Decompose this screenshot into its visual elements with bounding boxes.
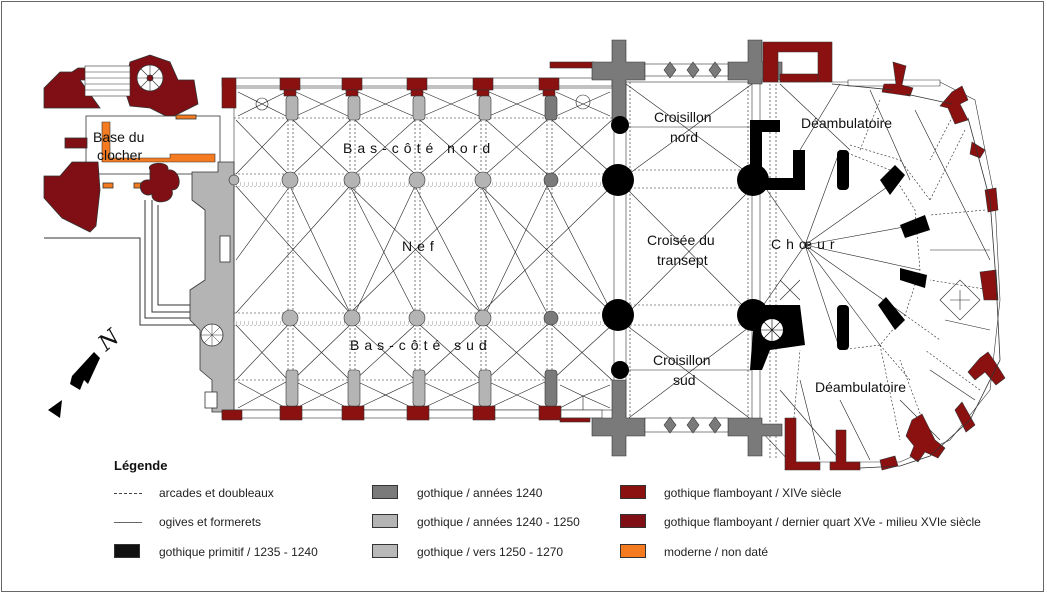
legend-label: gothique flamboyant / dernier quart XVe … [664,515,981,529]
legend-thin-line [114,522,142,523]
legend-label: arcades et doubleaux [159,486,274,500]
legend-swatch-primitif [114,544,140,558]
legend-label: moderne / non daté [664,545,769,559]
primitive-gothic [602,116,930,379]
vault-lines [233,87,615,411]
label-croisillon-sud-1: Croisillon [653,352,711,368]
chevet-outline [831,83,1001,469]
nave-piers [228,95,559,407]
legend-label: ogives et formerets [159,515,262,529]
legend-swatch-1240 [372,485,398,499]
label-nef: Nef [402,238,439,254]
chevet-walls [762,41,1006,471]
label-croisee-2: transept [657,252,708,268]
legend-dashed-line [114,493,142,494]
north-arrow [48,352,100,418]
label-bas-cote-sud: Bas-côté sud [350,337,492,353]
label-bas-cote-nord: Bas-côté nord [343,140,496,156]
west-tower [43,54,235,413]
legend-label: gothique primitif / 1235 - 1240 [159,545,318,559]
label-croisillon-nord-1: Croisillon [654,109,712,125]
label-croisee-1: Croisée du [647,232,715,248]
label-base-clocher-2: clocher [97,147,143,163]
legend-label: gothique / années 1240 [417,486,543,500]
label-choeur: Chœur [771,236,840,252]
label-deambulatoire-sud: Déambulatoire [815,379,907,395]
legend-label: gothique / vers 1250 - 1270 [417,545,564,559]
legend-swatch-1250-1270 [372,544,398,558]
legend-label: gothique flamboyant / XIVe siècle [664,486,842,500]
label-base-clocher-1: Base du [93,129,145,145]
legend-swatch-flamboyant-xive [620,485,646,499]
label-deambulatoire-nord: Déambulatoire [801,115,893,131]
legend-title: Légende [114,458,168,473]
label-croisillon-sud-2: sud [673,372,696,388]
label-croisillon-nord-2: nord [670,129,699,145]
legend-swatch-1240-1250 [372,514,398,528]
aisle-walls [221,61,613,423]
legend-swatch-moderne [620,544,646,558]
legend-label: gothique / années 1240 - 1250 [417,515,580,529]
legend-swatch-flamboyant-xve [620,514,646,528]
